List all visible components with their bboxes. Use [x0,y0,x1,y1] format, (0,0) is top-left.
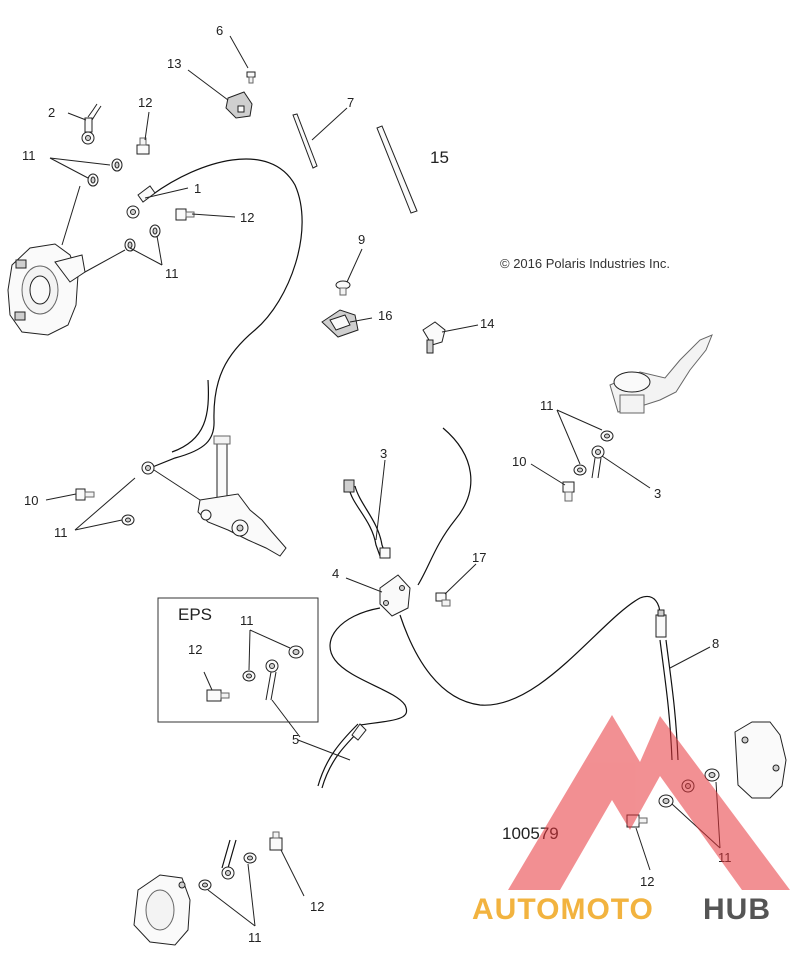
watermark-word-hub: HUB [703,893,771,926]
part-3-fitting-right [591,445,605,479]
callout-9: 9 [358,232,365,247]
front-brake-hose-left-inner [171,379,209,453]
part-16-clip [321,309,359,338]
front-caliper-left [7,243,86,336]
washer-11-right [573,430,614,476]
washer-11-upper-left [87,158,123,187]
callout-14: 14 [480,316,494,331]
brake-line-3-center-b [354,485,387,557]
part-3-fitting-center [343,479,391,559]
callout-11-bottom: 11 [248,930,262,945]
callout-12-middle: 12 [240,210,254,225]
callout-12-bottom: 12 [310,899,324,914]
callout-15: 15 [430,148,449,167]
part-5-fitting [351,723,367,741]
part-9-bolt [335,280,351,296]
callout-11-middle-left: 11 [165,266,179,281]
front-brake-hose-left [149,158,303,469]
copyright: © 2016 Polaris Industries Inc. [500,256,670,271]
rear-caliper-bottom-left [133,874,191,946]
rear-master-cylinder [197,435,287,557]
callout-10-right: 10 [512,454,526,469]
washer-11-lower-left [121,514,135,526]
callout-13: 13 [167,56,181,71]
callout-6: 6 [216,23,223,38]
brake-line-to-block [417,427,472,586]
watermark-word-automoto: AUTOMOTO [472,893,654,926]
callout-4: 4 [332,566,339,581]
part-8-fitting [655,609,667,638]
callout-17: 17 [472,550,486,565]
callout-10-left: 10 [24,493,38,508]
watermark-logo [508,715,790,890]
callout-12-eps: 12 [188,642,202,657]
eps-inset-box: EPS [157,597,319,723]
part-2-fitting [81,103,102,145]
brake-line-5-tail-b [317,723,359,787]
callout-16: 16 [378,308,392,323]
rear-mc-banjo [141,461,201,501]
part-1-fitting [126,185,156,219]
part-15-rod [376,125,418,214]
watermark-wordmark: AUTOMOTO HUB [472,893,771,926]
part-13-clip [225,91,253,119]
rear-caliper-right [734,721,787,799]
callout-1: 1 [194,181,201,196]
eps-box-label: EPS [178,605,212,624]
callout-11-upper-left: 11 [22,148,36,163]
callout-12-right-bottom: 12 [640,874,654,889]
brake-line-bottom-left [221,839,231,869]
callout-3-right: 3 [654,486,661,501]
callout-11-lower-left: 11 [54,525,68,540]
callout-11-right: 11 [540,398,554,413]
washer-11-bottom [198,852,257,891]
callout-7: 7 [347,95,354,110]
part-12-bolt-bottom [269,831,283,851]
part-7-rod [292,113,318,169]
part-10-bolt-left [75,488,95,501]
brake-line-to-rear [399,595,661,706]
callout-11-eps: 11 [240,613,254,628]
callout-3-center: 3 [380,446,387,461]
part-12-bolt-middle [175,208,195,221]
part-14-clip [422,321,446,354]
watermark-triangle-icon [508,715,790,890]
part-12-bolt-upper [136,137,150,155]
brake-line-3-center [348,487,381,557]
callout-8: 8 [712,636,719,651]
brake-line-5 [329,607,408,726]
front-master-cylinder [609,334,713,414]
part-4-junction-block [379,574,411,617]
callout-5: 5 [292,732,299,747]
leader-lines [45,35,721,927]
part-17-bolt [435,592,451,607]
brake-line-bottom-left-b [227,839,237,869]
part-6-bolt [246,71,256,84]
part-10-bolt-right [562,481,575,502]
washer-11-middle-left [124,224,161,252]
callout-12-upper: 12 [138,95,152,110]
callout-2: 2 [48,105,55,120]
